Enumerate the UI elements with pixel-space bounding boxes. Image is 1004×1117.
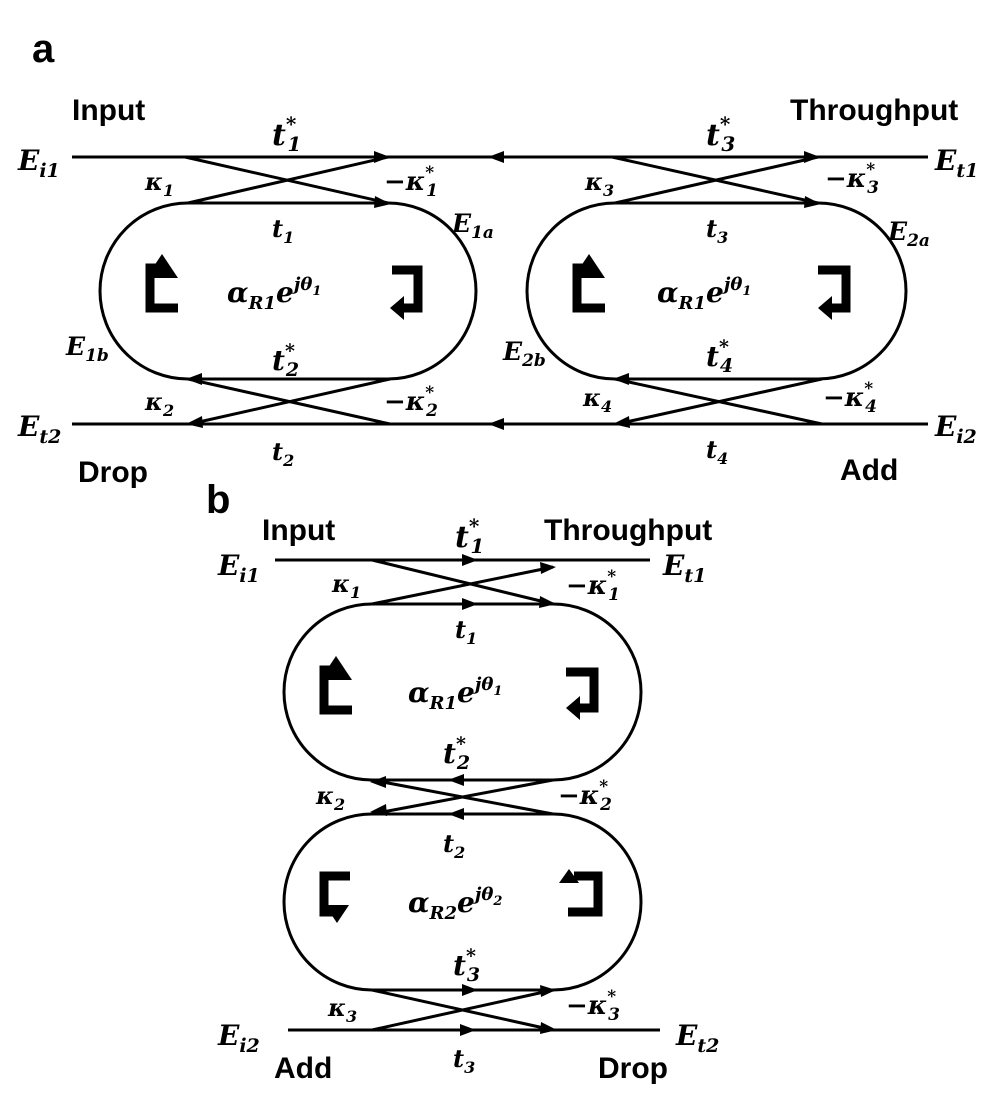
top-bus-arrow xyxy=(488,151,504,163)
b-coef-mk3: −κ*3 xyxy=(566,987,620,1025)
coef-k1: κ1 xyxy=(144,167,174,200)
b-coupler-1-cross-b xyxy=(371,565,554,606)
panel-a: a xyxy=(17,27,978,489)
b-coef-k3: κ3 xyxy=(327,993,357,1026)
coef-t3-conj: t*3 xyxy=(706,112,735,156)
b-ring-1-ccw-arrowhead xyxy=(320,656,352,680)
field-Ei2: Ei2 xyxy=(934,410,977,448)
b-port-drop-label: Drop xyxy=(598,1052,668,1085)
b-coef-t3-conj: t*3 xyxy=(453,945,480,986)
panel-b: b xyxy=(206,478,719,1085)
coupler-4-arrow-b xyxy=(613,416,630,428)
coupler-3-arrow-b xyxy=(804,196,821,208)
b-field-Ei2: Ei2 xyxy=(217,1019,260,1057)
coef-k4: κ4 xyxy=(582,383,612,416)
coupler-3-cross-b xyxy=(614,155,819,205)
coef-t3: t3 xyxy=(706,214,728,247)
port-drop-label: Drop xyxy=(78,456,148,489)
coef-t1: t1 xyxy=(272,214,294,247)
b-coupler-3-arrow-a xyxy=(540,985,556,997)
b-coupler-2-arrow-b xyxy=(370,804,387,816)
b-coef-t3: t3 xyxy=(453,1044,475,1077)
ring-2-cw-arrowhead xyxy=(818,296,832,320)
field-E1a: E1a xyxy=(451,209,494,243)
coef-mk4: −κ*4 xyxy=(823,379,877,417)
b-port-add-label: Add xyxy=(274,1052,332,1085)
panel-a-label: a xyxy=(32,27,55,71)
coupler-2-cross-b xyxy=(189,377,391,426)
coupler-2-arrow-b xyxy=(186,416,203,428)
field-Ei1: Ei1 xyxy=(17,144,60,182)
ring-2-cw-arrow xyxy=(818,265,851,313)
b-coupler-1-arrow-b xyxy=(539,596,556,608)
b-ring-2-cw-arrowhead xyxy=(325,905,349,923)
coef-mk2: −κ*2 xyxy=(384,383,438,421)
b-coef-t1: t1 xyxy=(455,615,477,648)
b-top-bus-arrow xyxy=(462,554,478,566)
ring-1-ccw-arrowhead xyxy=(146,254,178,278)
b-ring-1-cw-arrow xyxy=(566,667,599,713)
b-ring-1-cw-arrowhead xyxy=(566,696,580,720)
coef-k2: κ2 xyxy=(144,387,174,420)
bottom-bus-arrow xyxy=(488,418,504,430)
b-ring-2-ccw-arrow xyxy=(568,871,603,917)
b-coupler-2-arrow-a xyxy=(370,776,386,788)
ring-2-param: αR1ejθ1 xyxy=(657,274,751,314)
panel-b-label: b xyxy=(206,478,230,522)
b-coupler-1-cross-a xyxy=(371,558,554,606)
b-coef-t2-conj: t*2 xyxy=(443,733,470,774)
b-port-throughput-label: Throughput xyxy=(544,514,712,547)
coef-t4-conj: t*4 xyxy=(706,336,733,377)
b-coupler-3-cross-b xyxy=(371,988,554,1032)
coef-k3: κ3 xyxy=(584,167,614,200)
b-coupler-2-cross-b xyxy=(371,778,554,816)
b-field-Et1: Et1 xyxy=(662,549,706,587)
b-coef-k2: κ2 xyxy=(315,781,345,814)
coef-mk3: −κ*3 xyxy=(825,160,879,198)
b-ring-2-top-arrow xyxy=(448,808,464,820)
coupler-1-arrow-a xyxy=(374,151,390,163)
b-field-Ei1: Ei1 xyxy=(217,549,260,587)
field-E2b: E2b xyxy=(502,337,546,371)
b-ring-2-ccw-arrowhead xyxy=(559,869,579,883)
ring-1-param: αR1ejθ1 xyxy=(227,274,321,314)
b-port-input-label: Input xyxy=(262,514,335,547)
coupler-2-arrow-a xyxy=(186,373,202,385)
b-coupler-3-arrow-b xyxy=(540,1022,557,1034)
field-E1b: E1b xyxy=(65,332,109,366)
b-coef-t1-conj: t*1 xyxy=(455,514,484,558)
field-Et1: Et1 xyxy=(934,144,978,182)
b-bottom-bus-arrow xyxy=(460,1024,476,1036)
coef-t1-conj: t*1 xyxy=(272,112,301,156)
coupler-4-arrow-a xyxy=(613,373,629,385)
coupler-3-arrow-a xyxy=(804,151,820,163)
coupler-1-cross-b xyxy=(187,155,389,205)
field-E2a: E2a xyxy=(887,217,930,251)
b-coef-mk2: −κ*2 xyxy=(558,777,612,815)
ring-1-cw-arrowhead xyxy=(390,296,404,320)
b-field-Et2: Et2 xyxy=(675,1019,719,1057)
b-coef-k1: κ1 xyxy=(331,569,361,602)
port-input-label: Input xyxy=(72,94,145,127)
coef-t4: t4 xyxy=(706,435,728,468)
port-add-label: Add xyxy=(840,454,898,487)
coupler-4-cross-b xyxy=(616,377,823,426)
b-coef-mk1: −κ*1 xyxy=(566,567,620,605)
b-ring-2-param: αR2ejθ2 xyxy=(408,884,502,924)
b-coef-t2: t2 xyxy=(443,829,465,862)
field-Et2: Et2 xyxy=(17,410,61,448)
coupler-1-arrow-b xyxy=(374,196,391,208)
port-throughput-label: Throughput xyxy=(790,94,958,127)
coef-t2-conj: t*2 xyxy=(272,340,299,381)
b-ring-1-top-arrow xyxy=(462,598,478,610)
coef-t2: t2 xyxy=(272,437,294,470)
ring-2-ccw-arrowhead xyxy=(573,254,605,278)
ring-1-cw-arrow xyxy=(392,265,423,313)
b-ring-1-param: αR1ejθ1 xyxy=(408,674,502,714)
b-ring-1-bottom-arrow xyxy=(448,774,464,786)
coef-mk1: −κ*1 xyxy=(384,163,438,201)
b-coupler-1-arrow-a xyxy=(540,562,556,574)
b-ring-2-bottom-arrow xyxy=(462,984,478,996)
